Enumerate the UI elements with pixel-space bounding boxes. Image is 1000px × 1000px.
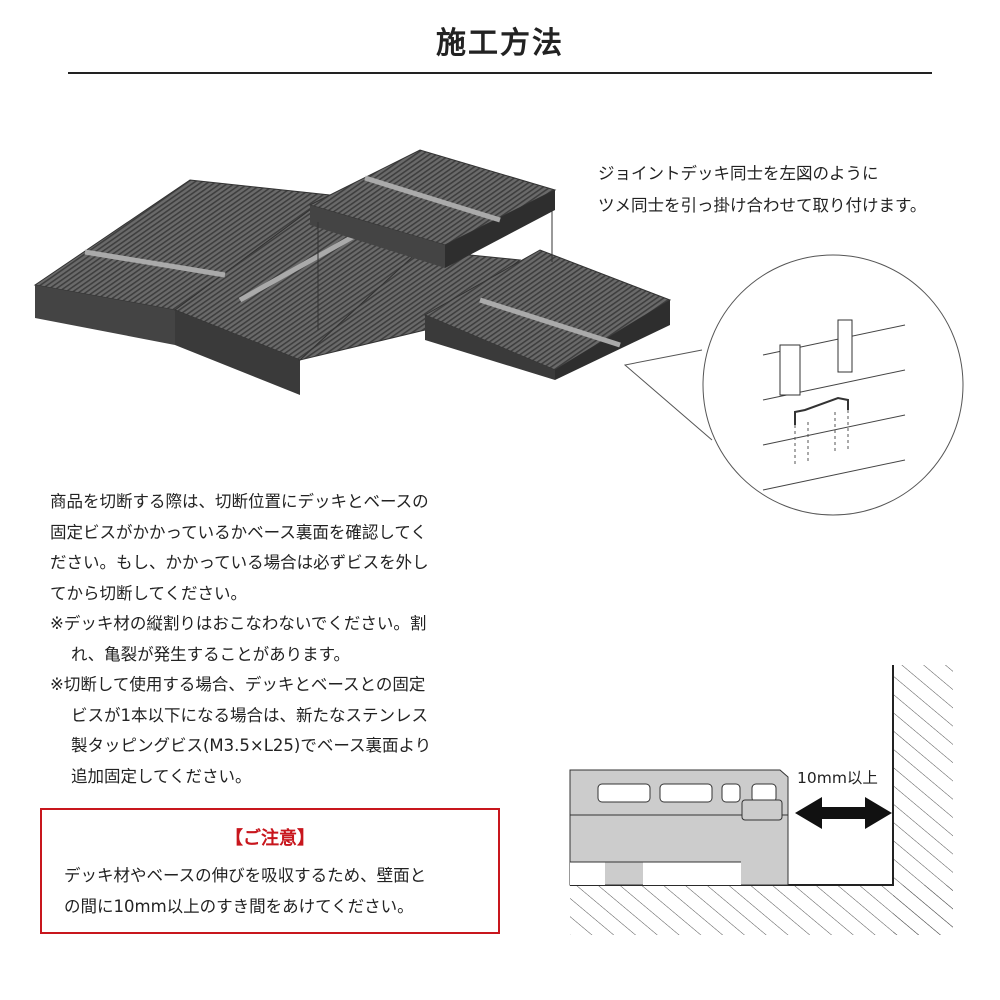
note-line: 追加固定してください。 xyxy=(71,766,252,786)
page-title: 施工方法 xyxy=(436,26,564,61)
instruction-line-2: ツメ同士を引っ掛け合わせて取り付けます。 xyxy=(598,196,927,215)
caution-line: の間に10mm以上のすき間をあけてください。 xyxy=(64,897,414,916)
gap-label: 10mm以上 xyxy=(797,769,878,787)
note-line: 商品を切断する際は、切断位置にデッキとベースの xyxy=(50,492,429,511)
cutting-notes: 商品を切断する際は、切断位置にデッキとベースの 固定ビスがかかっているかベース裏… xyxy=(50,487,510,792)
caution-title: 【ご注意】 xyxy=(225,828,315,849)
note-line: ※デッキ材の縦割りはおこなわないでください。割 xyxy=(50,614,427,633)
note-line: 製タッピングビス(M3.5×L25)でベース裏面より xyxy=(71,736,432,755)
instruction-line-1: ジョイントデッキ同士を左図のように xyxy=(598,164,879,183)
caution-line: デッキ材やベースの伸びを吸収するため、壁面と xyxy=(64,866,427,885)
note-line: てから切断してください。 xyxy=(50,583,248,603)
caution-box: 【ご注意】 デッキ材やベースの伸びを吸収するため、壁面と の間に10mm以上のす… xyxy=(40,808,500,934)
deck-tiles-illustration xyxy=(33,149,672,395)
wall-gap-diagram xyxy=(569,665,953,935)
note-line: 固定ビスがかかっているかベース裏面を確認してく xyxy=(50,522,427,542)
joint-detail-callout xyxy=(623,254,964,516)
note-line: ※切断して使用する場合、デッキとベースとの固定 xyxy=(50,675,426,694)
note-line: ビスが1本以下になる場合は、新たなステンレス xyxy=(71,705,428,725)
note-line: ださい。もし、かかっている場合は必ずビスを外し xyxy=(50,553,429,572)
title-divider xyxy=(68,72,932,74)
note-line: れ、亀裂が発生することがあります。 xyxy=(71,644,351,664)
